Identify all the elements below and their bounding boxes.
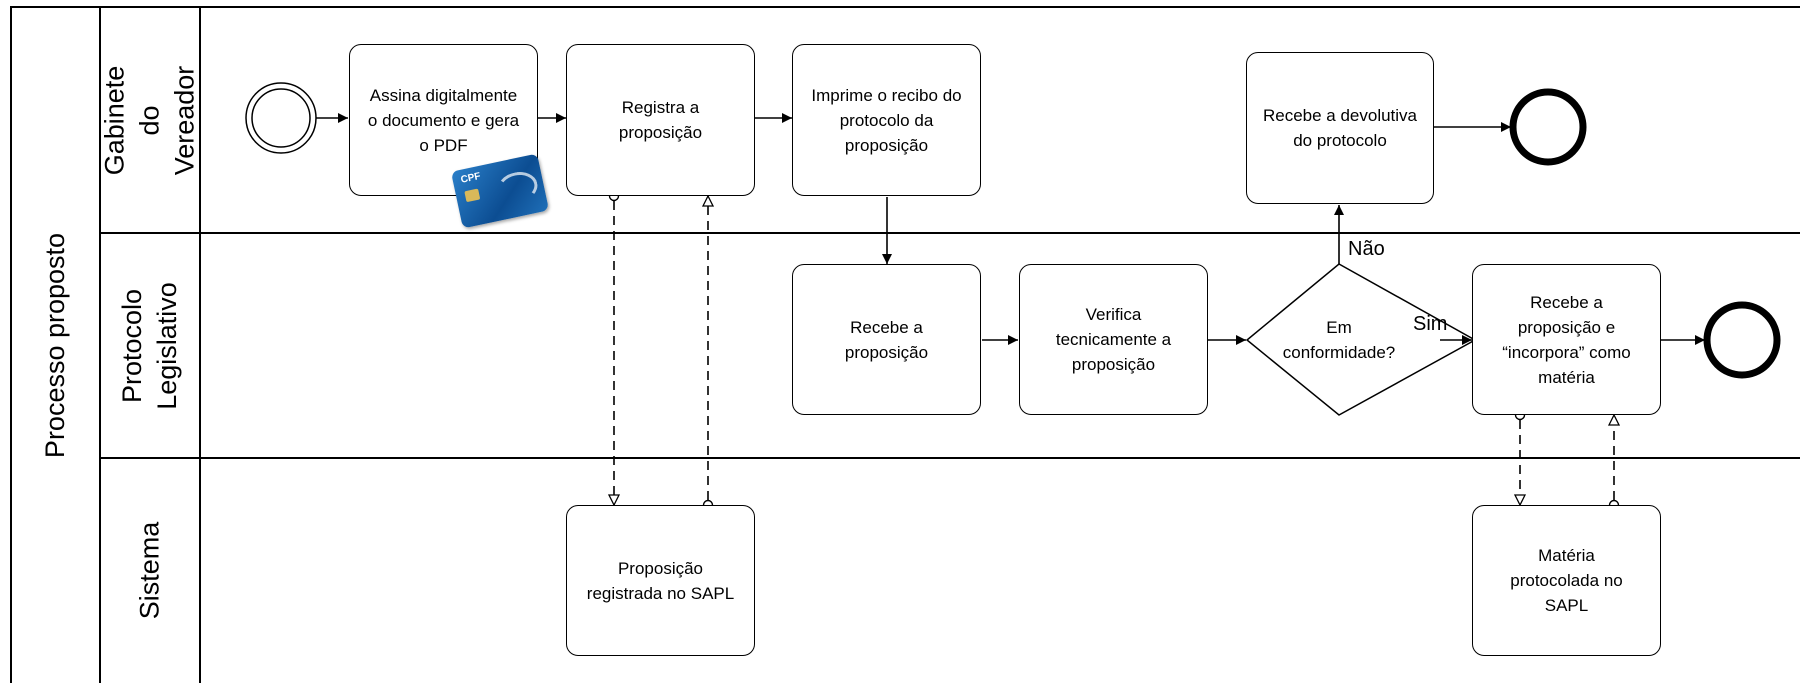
lane-label-protocolo: Protocolo Legislativo [117,281,183,410]
gateway-label: Em conformidade? [1282,318,1396,362]
card-swirl [494,168,541,207]
card-chip [464,188,481,203]
task-verifica[interactable]: Verifica tecnicamente a proposição [1019,264,1208,415]
task-recebe-incorpora[interactable]: Recebe a proposição e “incorpora” como m… [1472,264,1661,415]
start-event-inner [251,88,311,148]
task-materia-protocolada[interactable]: Matéria protocolada no SAPL [1472,505,1661,656]
end-event-protocolo [1703,301,1781,379]
task-recebe-proposicao[interactable]: Recebe a proposição [792,264,981,415]
pool-label: Processo proposto [40,232,70,458]
lane-label-gabinete: Gabinete do Vereador [99,65,200,175]
lane-label-sistema: Sistema [134,521,165,620]
task-recebe-devolutiva[interactable]: Recebe a devolutiva do protocolo [1246,52,1434,204]
gateway-no-label: Não [1348,238,1385,260]
gateway-yes-label: Sim [1413,313,1448,335]
task-imprime[interactable]: Imprime o recibo do protocolo da proposi… [792,44,981,196]
task-registra[interactable]: Registra a proposição [566,44,755,196]
gateway-diamond [1245,263,1477,416]
end-event-gabinete [1509,88,1587,166]
task-proposicao-registrada[interactable]: Proposição registrada no SAPL [566,505,755,656]
pool-border [10,6,1800,683]
